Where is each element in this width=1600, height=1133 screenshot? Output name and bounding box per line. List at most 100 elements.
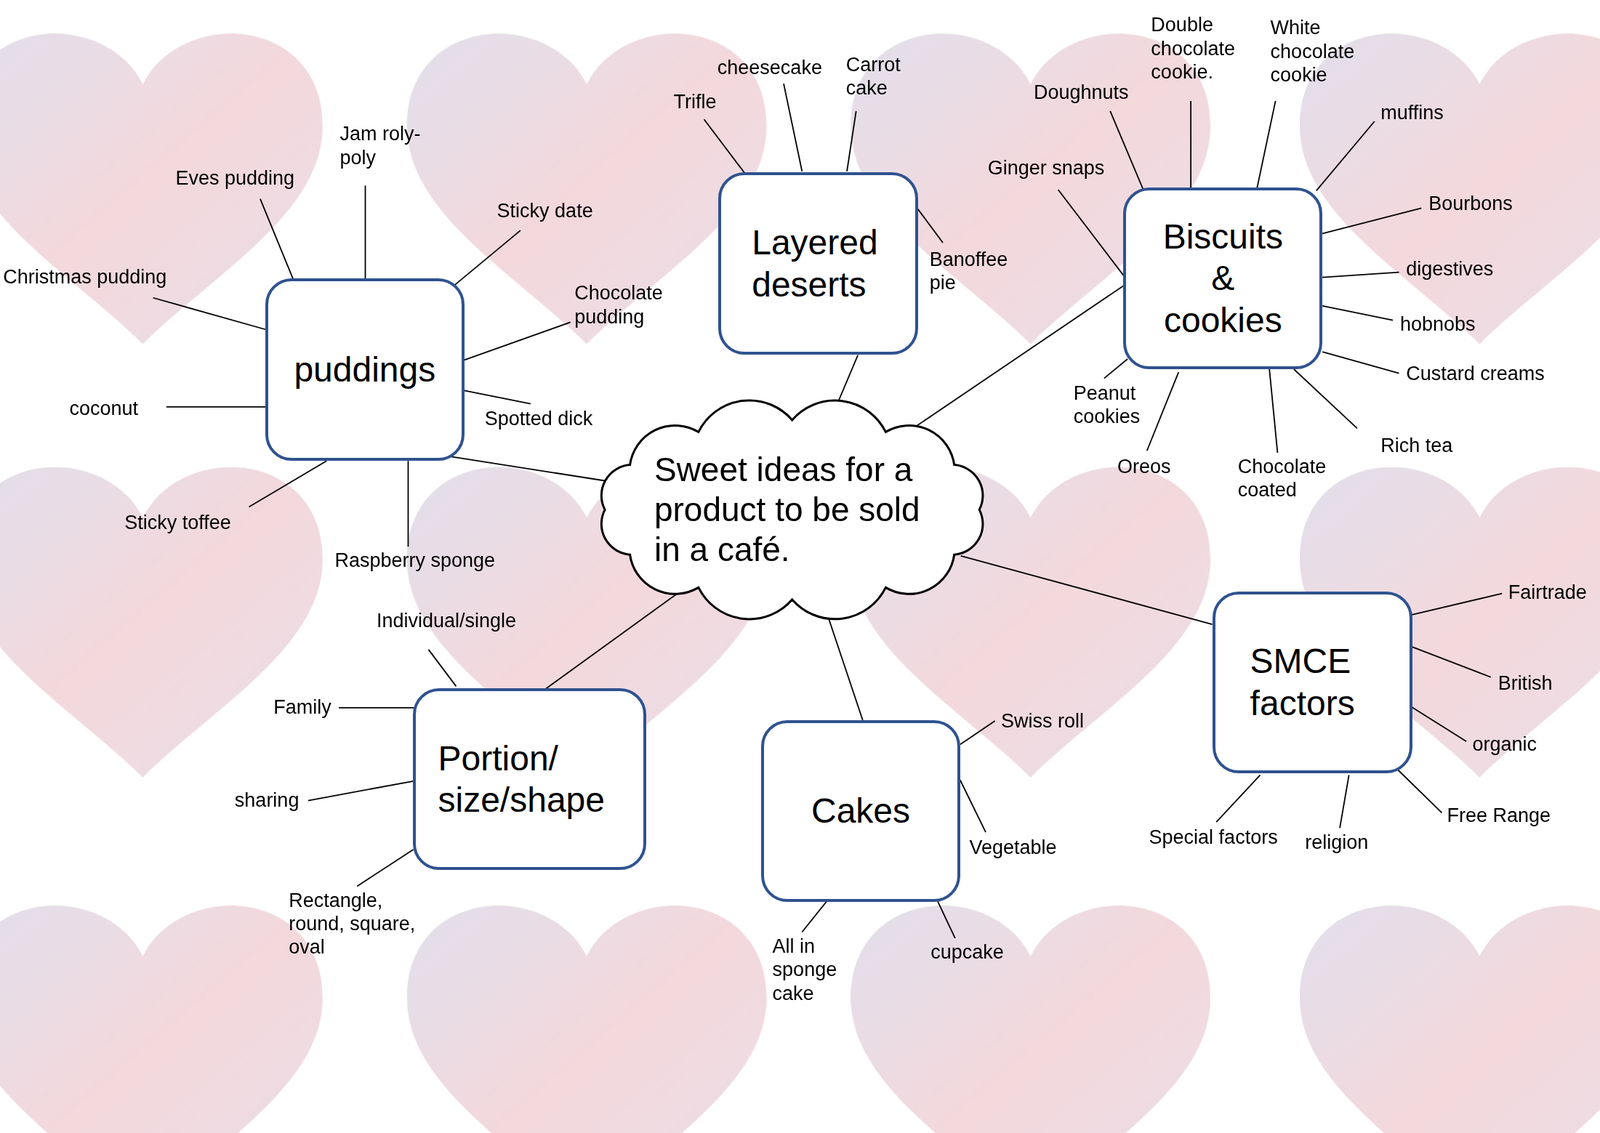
item-label: Special factors [1149,825,1278,850]
leader-line [407,460,410,547]
item-label: Vegetable [969,835,1057,860]
leader-line [1322,272,1399,278]
topic-cloud: Sweet ideas for a product to be sold in … [579,397,1005,623]
leader-line [428,649,457,687]
leader-line [937,901,956,939]
item-label: Christmas pudding [2,265,167,289]
node-text-group: Layered deserts [751,221,903,306]
category-box: SMCE factors [1212,591,1414,774]
item-label: White chocolate cookie [1270,15,1373,87]
leader-line [1058,189,1124,276]
leader-line [801,901,827,932]
item-label: digestives [1405,257,1494,281]
item-label: Rich tea [1380,433,1453,458]
item-label: Jam roly-poly [339,122,431,170]
background-heart [0,467,323,778]
leader-line [153,298,266,331]
item-label: Spotted dick [484,407,594,431]
background-heart [1299,33,1600,344]
item-label: Fairtrade [1508,580,1587,605]
leader-line [1293,369,1358,429]
background-heart [1299,905,1600,1133]
item-label: Doughnuts [1033,80,1129,104]
item-label: Sticky date [497,199,594,223]
leader-line [1190,101,1192,188]
item-label: organic [1472,732,1538,757]
leader-line [1147,372,1180,451]
item-label: Custard creams [1405,362,1545,386]
topic-text: Sweet ideas for a product to be sold in … [654,449,931,571]
node-text-group: Sweet ideas for a product to be sold in … [654,449,931,571]
category-label: Layered deserts [751,221,903,306]
item-label: muffins [1380,101,1444,125]
item-label: Family [273,695,332,719]
leader-line [783,83,802,172]
node-text-group: Cakes [811,790,911,833]
item-label: Chocolate pudding [574,281,684,329]
cloud-shape [601,400,984,620]
category-label: Portion/ size/shape [437,737,632,822]
item-label: Eves pudding [175,166,295,190]
item-label: Ginger snaps [987,156,1105,180]
leader-line [1216,774,1260,823]
item-label: Banoffee pie [929,247,1025,296]
connector [545,589,683,690]
item-label: Individual/single [376,609,517,633]
leader-line [916,207,943,243]
connector [961,556,1213,625]
category-box: Biscuits & cookies [1123,187,1323,370]
node-text-group: SMCE factors [1250,640,1399,725]
leader-line [1410,593,1502,615]
leader-line [1410,706,1467,742]
leader-line [356,849,413,887]
item-label: hobnobs [1400,312,1476,336]
node-text-group: Biscuits & cookies [1153,215,1292,342]
leader-line [1322,306,1393,321]
leader-line [960,721,996,745]
item-label: Swiss roll [1000,709,1084,733]
leader-line [1322,207,1422,234]
leader-line [704,119,746,174]
leader-line [464,322,571,360]
item-label: Rectangle, round, square, oval [288,889,431,960]
leader-line [1339,774,1350,828]
connector [824,605,863,721]
item-label: Raspberry sponge [334,548,496,573]
leader-line [1322,351,1399,373]
category-box: puddings [265,278,465,461]
category-label: Biscuits & cookies [1153,215,1292,342]
leader-line [454,230,521,286]
item-label: Double chocolate cookie. [1150,13,1253,84]
item-label: Peanut cookies [1073,381,1158,429]
background-heart [850,905,1211,1133]
leader-line [1269,369,1278,453]
background-heart [0,905,323,1133]
item-label: Chocolate coated [1237,455,1340,503]
leader-line [846,111,857,172]
leader-line [1316,121,1375,191]
leader-line [464,390,531,404]
item-label: Oreos [1117,455,1172,479]
item-label: religion [1304,830,1369,855]
leader-line [1395,766,1443,813]
item-label: cheesecake [717,55,823,80]
item-label: Bourbons [1428,191,1513,216]
item-label: Carrot cake [846,53,919,101]
category-label: Cakes [811,790,911,833]
item-label: coconut [69,396,139,421]
node-text-group: puddings [293,348,436,392]
item-label: All in sponge cake [772,934,850,1006]
item-label: cupcake [930,940,1004,964]
leader-line [338,707,416,709]
leader-line [166,406,266,408]
leader-line [260,199,293,279]
item-label: Trifle [673,90,717,114]
leader-line [1256,101,1276,188]
leader-line [1104,359,1128,379]
leader-line [249,460,328,507]
category-box: Cakes [761,720,961,903]
category-box: Portion/ size/shape [412,688,647,871]
leader-line [1110,111,1143,190]
leader-line [308,781,414,802]
